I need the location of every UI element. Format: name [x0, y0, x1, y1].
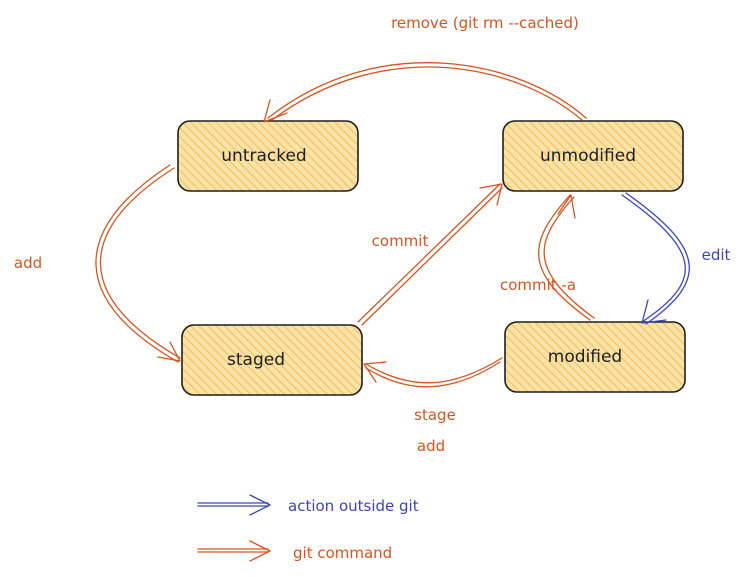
legend-outside-git-label: action outside git — [288, 497, 419, 515]
edge-stage-add-label: add — [417, 437, 445, 455]
edge-remove — [263, 62, 587, 123]
legend-git-command-label: git command — [293, 544, 392, 562]
legend-outside-git-swatch — [197, 494, 271, 516]
node-untracked: untracked — [177, 120, 359, 192]
edge-commit-a-label: commit -a — [500, 276, 576, 294]
node-modified: modified — [504, 321, 686, 393]
edge-stage — [363, 357, 503, 388]
edge-stage-label: stage — [414, 406, 456, 424]
edge-edit-label: edit — [702, 246, 731, 264]
edge-edit — [621, 192, 690, 325]
edge-remove-label: remove (git rm --cached) — [391, 14, 579, 32]
edge-add — [95, 164, 181, 363]
node-unmodified: unmodified — [502, 120, 684, 192]
node-untracked-label: untracked — [221, 146, 306, 166]
edge-commit — [357, 183, 503, 326]
node-unmodified-label: unmodified — [540, 146, 636, 166]
node-staged-label: staged — [227, 350, 285, 370]
legend-git-command-swatch — [197, 540, 271, 562]
edge-commit-label: commit — [372, 232, 429, 250]
legend: action outside git git command — [197, 494, 419, 562]
edge-add-label: add — [14, 254, 42, 272]
node-modified-label: modified — [548, 347, 622, 367]
edge-commit-a — [538, 194, 595, 321]
node-staged: staged — [181, 324, 363, 396]
